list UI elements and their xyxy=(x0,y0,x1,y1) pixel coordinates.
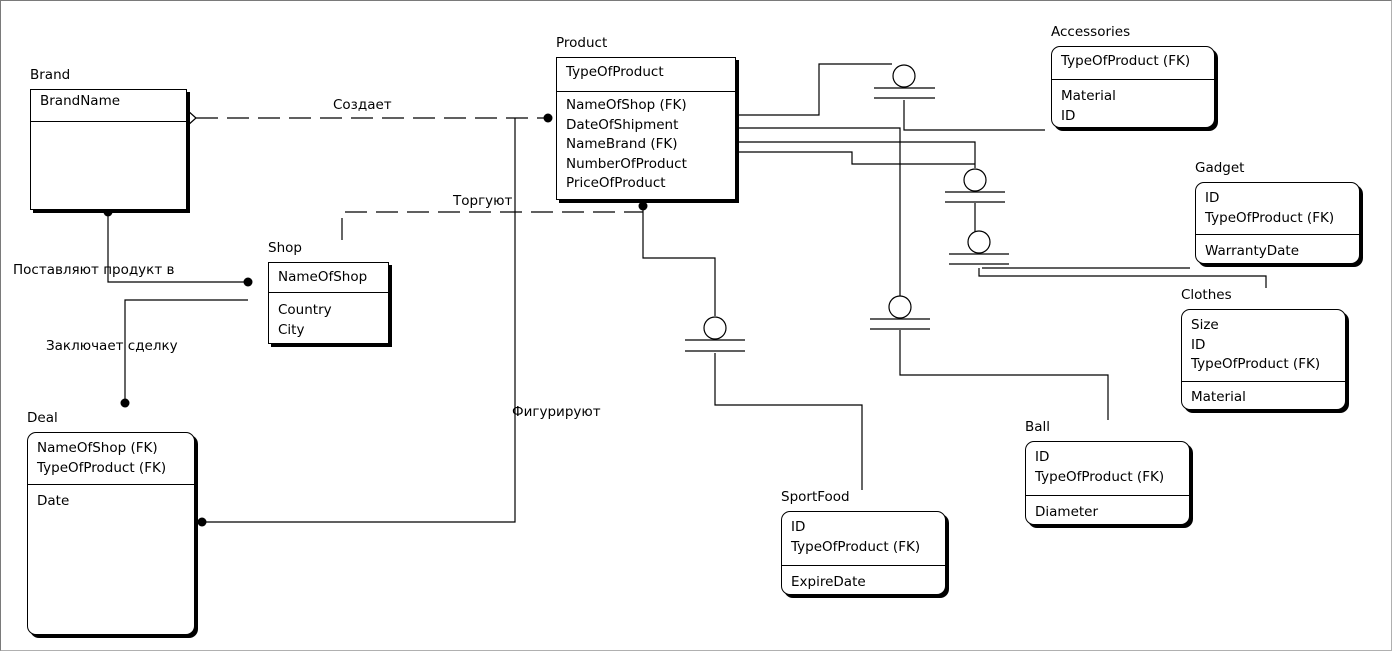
relationship-line-trade xyxy=(341,211,643,240)
attribute: Material xyxy=(1061,88,1116,104)
key-attribute: Size xyxy=(1191,317,1219,333)
subtype-circle-accessories xyxy=(892,64,916,88)
entity-brand[interactable]: BrandName xyxy=(30,89,187,210)
entity-gadget[interactable]: ID TypeOfProduct (FK) WarrantyDate xyxy=(1195,182,1360,264)
relationship-label-deal: Заключает сделку xyxy=(46,338,178,354)
subtype-circle-sportfood xyxy=(703,316,727,340)
attribute: City xyxy=(278,321,305,338)
key-attribute: NameOfShop (FK) xyxy=(37,440,158,456)
key-attribute: ID xyxy=(1191,336,1206,353)
key-attribute: TypeOfProduct (FK) xyxy=(1205,209,1335,226)
entity-title-brand: Brand xyxy=(30,67,71,83)
subtype-line-sportfood xyxy=(642,206,716,316)
key-attribute: TypeOfProduct (FK) xyxy=(37,459,167,476)
entity-shop[interactable]: NameOfShop Country City xyxy=(268,262,389,344)
relationship-dot xyxy=(638,201,648,211)
entity-accessories[interactable]: TypeOfProduct (FK) Material ID xyxy=(1051,46,1215,128)
attribute: WarrantyDate xyxy=(1205,243,1299,259)
entity-title-clothes: Clothes xyxy=(1181,287,1232,303)
attribute: NameBrand (FK) xyxy=(566,136,678,152)
relationship-label-trade: Торгуют xyxy=(453,193,513,209)
key-attribute: ID xyxy=(791,519,806,535)
attribute: ID xyxy=(1061,107,1076,124)
subtype-line-accessories xyxy=(737,63,892,116)
entity-title-deal: Deal xyxy=(27,410,58,426)
relationship-dot xyxy=(197,517,207,527)
attribute: NumberOfProduct xyxy=(566,155,687,172)
relationship-line-supply xyxy=(107,212,248,283)
subtype-circle-ball xyxy=(888,295,912,319)
entity-sportfood[interactable]: ID TypeOfProduct (FK) ExpireDate xyxy=(781,511,946,595)
attribute: NameOfShop (FK) xyxy=(566,97,687,113)
subtype-line-clothes xyxy=(737,151,975,165)
key-attribute: TypeOfProduct (FK) xyxy=(791,538,921,555)
entity-title-ball: Ball xyxy=(1025,419,1051,435)
attribute: Country xyxy=(278,302,332,318)
relationship-line-appear xyxy=(202,118,516,523)
relationship-dot xyxy=(120,398,130,408)
subtype-line-gadget xyxy=(737,141,976,168)
key-attribute: NameOfShop xyxy=(278,269,368,285)
crowfoot-brand xyxy=(186,109,197,127)
attribute: Material xyxy=(1191,389,1246,405)
entity-title-accessories: Accessories xyxy=(1051,24,1131,40)
key-attribute: TypeOfProduct (FK) xyxy=(1191,356,1321,372)
key-attribute: TypeOfProduct (FK) xyxy=(1061,53,1191,69)
attribute: Diameter xyxy=(1035,504,1099,520)
key-attribute: ID xyxy=(1035,449,1050,465)
attribute: PriceOfProduct xyxy=(566,175,666,191)
relationship-label-supply: Поставляют продукт в xyxy=(13,262,175,278)
relationship-dot xyxy=(243,277,253,287)
attribute: ExpireDate xyxy=(791,574,866,590)
entity-product[interactable]: TypeOfProduct NameOfShop (FK) DateOfShip… xyxy=(556,57,736,200)
entity-deal[interactable]: NameOfShop (FK) TypeOfProduct (FK) Date xyxy=(27,432,195,635)
subtype-circle-gadget xyxy=(967,230,991,254)
relationship-dot xyxy=(543,113,553,123)
relationship-line-deal xyxy=(124,299,248,402)
key-attribute: TypeOfProduct (FK) xyxy=(1035,468,1165,485)
entity-clothes[interactable]: Size ID TypeOfProduct (FK) Material xyxy=(1181,309,1346,410)
entity-title-shop: Shop xyxy=(268,240,302,256)
entity-title-product: Product xyxy=(556,35,608,51)
entity-ball[interactable]: ID TypeOfProduct (FK) Diameter xyxy=(1025,441,1190,525)
attribute: DateOfShipment xyxy=(566,116,679,133)
relationship-label-creates: Создает xyxy=(333,97,392,113)
entity-title-gadget: Gadget xyxy=(1195,160,1245,176)
key-attribute: ID xyxy=(1205,190,1220,206)
entity-title-sportfood: SportFood xyxy=(781,489,850,505)
relationship-label-appear: Фигурируют xyxy=(512,404,601,420)
attribute: Date xyxy=(37,493,70,509)
subtype-line-ball xyxy=(737,127,901,296)
subtype-circle-clothes xyxy=(963,168,987,192)
key-attribute: BrandName xyxy=(40,93,121,109)
key-attribute: TypeOfProduct xyxy=(566,64,664,80)
